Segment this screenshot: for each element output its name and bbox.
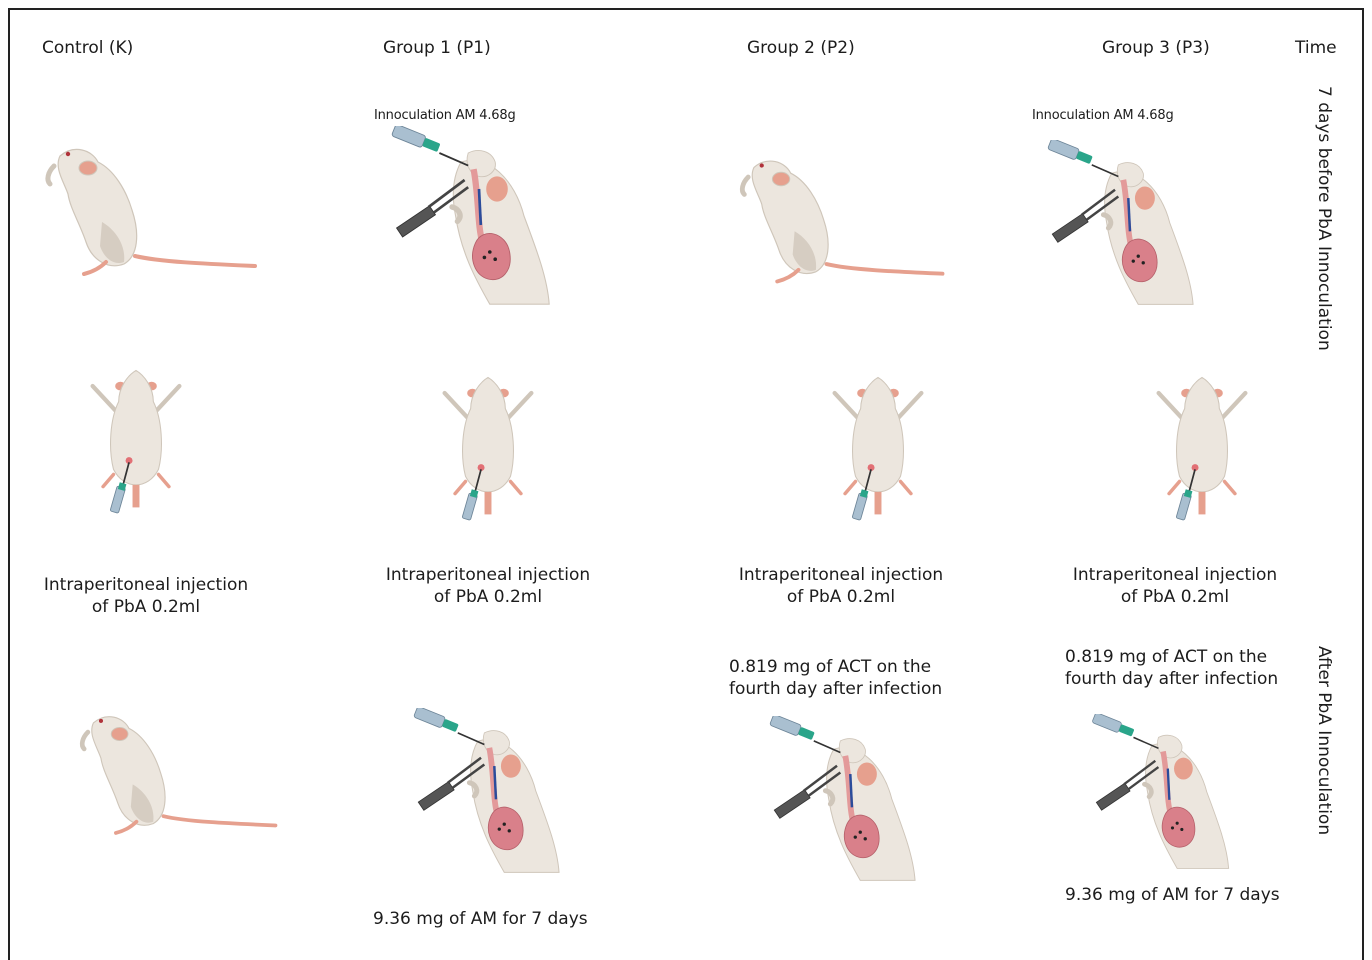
- mouse-dissection-p2-row3: [756, 716, 928, 882]
- inoculation-label-p3: Innoculation AM 4.68g: [1032, 108, 1174, 123]
- injection-caption-line1: Intraperitoneal injection: [384, 564, 592, 586]
- injection-caption-line2: of PbA 0.2ml: [1071, 586, 1279, 608]
- mouse-standing-control-row1: [40, 138, 260, 288]
- mouse-injection-p1: [436, 364, 540, 540]
- injection-caption-control: Intraperitoneal injection of PbA 0.2ml: [42, 574, 250, 618]
- time-label-after: After PbA Innoculation: [1314, 646, 1334, 835]
- mouse-dissection-p1-row3: [400, 708, 572, 874]
- header-group3: Group 3 (P3): [1102, 38, 1210, 58]
- header-group2: Group 2 (P2): [747, 38, 855, 58]
- header-group1: Group 1 (P1): [383, 38, 491, 58]
- mouse-injection-control: [84, 352, 188, 538]
- injection-caption-line2: of PbA 0.2ml: [42, 596, 250, 618]
- am-caption-p3: 9.36 mg of AM for 7 days: [1065, 884, 1280, 906]
- act-caption-p2: 0.819 mg of ACT on the fourth day after …: [729, 656, 942, 700]
- act-caption-p3: 0.819 mg of ACT on the fourth day after …: [1065, 646, 1278, 690]
- act-caption-line1: 0.819 mg of ACT on the: [1065, 646, 1278, 668]
- mouse-dissection-p1-row1: [380, 126, 560, 306]
- mouse-dissection-p3-row1: [1040, 140, 1200, 306]
- time-label-before: 7 days before PbA Innoculation: [1314, 86, 1334, 351]
- header-control: Control (K): [42, 38, 133, 58]
- act-caption-line2: fourth day after infection: [1065, 668, 1278, 690]
- injection-caption-line2: of PbA 0.2ml: [384, 586, 592, 608]
- mouse-injection-p3: [1150, 364, 1254, 540]
- act-caption-line1: 0.819 mg of ACT on the: [729, 656, 942, 678]
- mouse-standing-control-row3: [70, 706, 285, 846]
- injection-caption-line2: of PbA 0.2ml: [737, 586, 945, 608]
- inoculation-label-p1: Innoculation AM 4.68g: [374, 108, 516, 123]
- injection-caption-line1: Intraperitoneal injection: [1071, 564, 1279, 586]
- act-caption-line2: fourth day after infection: [729, 678, 942, 700]
- injection-caption-line1: Intraperitoneal injection: [737, 564, 945, 586]
- mouse-dissection-p3-row3: [1080, 714, 1240, 870]
- injection-caption-p1: Intraperitoneal injection of PbA 0.2ml: [384, 564, 592, 608]
- mouse-injection-p2: [826, 364, 930, 540]
- header-time: Time: [1295, 38, 1337, 58]
- am-caption-p1: 9.36 mg of AM for 7 days: [373, 908, 588, 930]
- injection-caption-p2: Intraperitoneal injection of PbA 0.2ml: [737, 564, 945, 608]
- injection-caption-line1: Intraperitoneal injection: [42, 574, 250, 596]
- injection-caption-p3: Intraperitoneal injection of PbA 0.2ml: [1071, 564, 1279, 608]
- mouse-standing-p2-row1: [730, 150, 952, 295]
